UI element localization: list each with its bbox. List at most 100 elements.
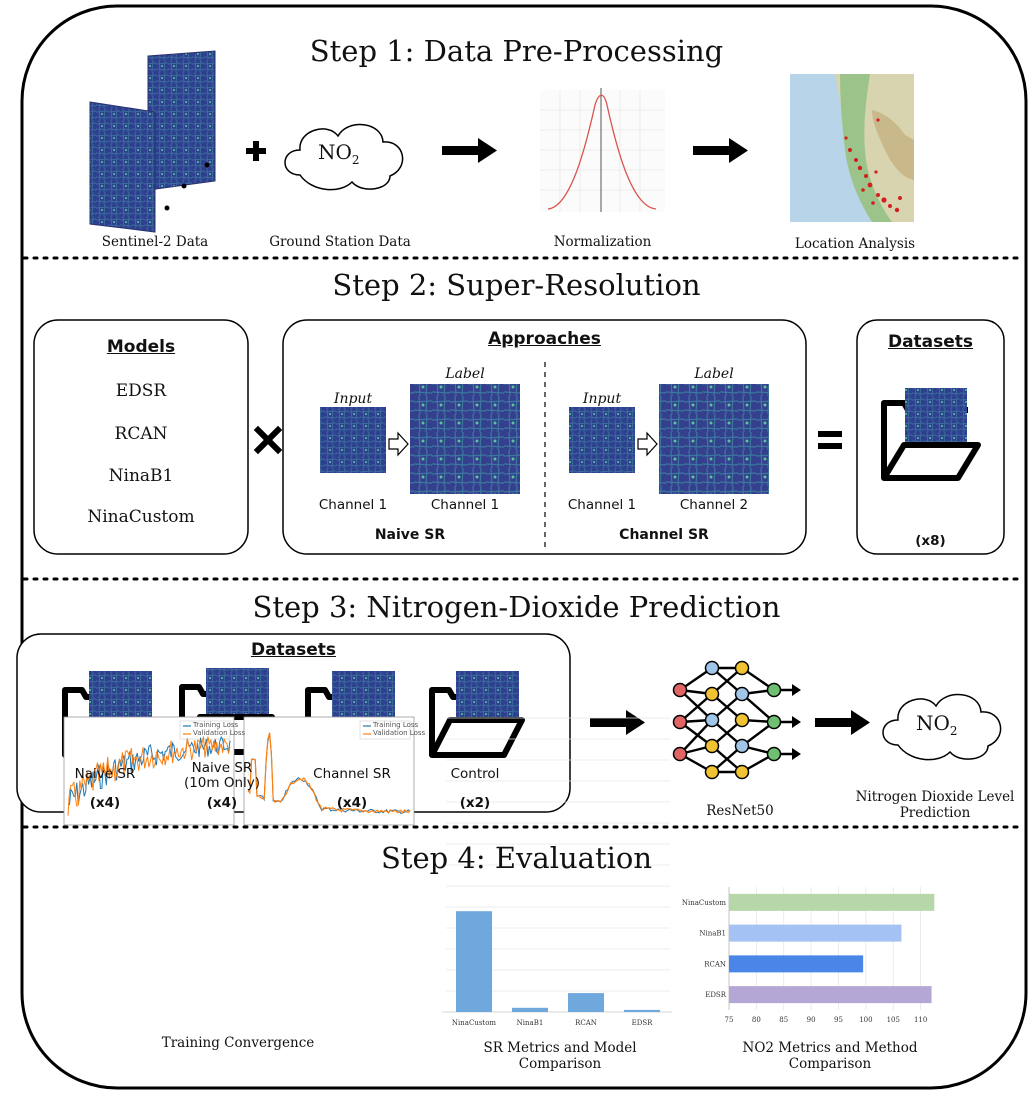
plus-icon [246, 141, 266, 161]
no2-tick-label: 85 [779, 1016, 788, 1024]
sr-bar-ninab1 [512, 1007, 548, 1012]
sr-metrics-chart: NinaCustom NinaB1 RCAN EDSR [442, 717, 672, 1027]
input-label: Input [333, 391, 373, 407]
naive-sr-name: Naive SR [374, 527, 446, 543]
training-convergence-label: Training Convergence [161, 1035, 315, 1051]
no2-bar-edsr [729, 986, 932, 1004]
no2-bar-rcan [729, 955, 864, 973]
no2-text: NO2 [916, 711, 958, 738]
no2-category-label: NinaCustom [682, 899, 727, 907]
training-loss-chart-1 [63, 716, 235, 826]
step4-title: Step 4: Evaluation [380, 841, 653, 875]
channel-input-caption: Channel 1 [567, 497, 637, 513]
naive-label-image [410, 384, 520, 494]
model-item: NinaB1 [108, 466, 174, 486]
models-box [33, 319, 249, 555]
sentinel-images [89, 50, 216, 233]
neural-network-icon [672, 660, 801, 780]
legend-validation: Validation Loss [193, 729, 246, 737]
channel-label-image [659, 384, 769, 494]
no2-category-label: EDSR [705, 991, 727, 999]
dataset-name: Control [450, 766, 500, 782]
dataset-name: Channel SR [313, 766, 391, 782]
dataset-name-detail: (10m Only) [183, 775, 261, 791]
channel-label-caption: Channel 2 [679, 497, 749, 513]
location-label: Location Analysis [794, 236, 916, 252]
dataset-name: Naive SR [191, 760, 253, 776]
arrow-right-icon [442, 138, 497, 163]
models-heading: Models [106, 337, 176, 357]
channel-input-image [569, 407, 635, 473]
location-map [790, 74, 914, 222]
no2-tick-label: 100 [859, 1016, 872, 1024]
model-item: NinaCustom [87, 507, 195, 527]
no2-tick-label: 75 [725, 1016, 734, 1024]
legend-training: Training Loss [373, 721, 419, 729]
resnet-label: ResNet50 [706, 803, 774, 819]
label-label: Label [694, 366, 734, 382]
dataset-multiplier: (x4) [206, 795, 238, 811]
no2-category-label: NinaB1 [699, 930, 726, 938]
sr-bar-edsr [624, 1009, 660, 1012]
arrow-right-icon [815, 710, 870, 735]
legend-validation: Validation Loss [373, 729, 426, 737]
dataset-multiplier: (x2) [459, 795, 491, 811]
sr-metrics-label: SR Metrics and Model [483, 1040, 637, 1056]
input-label: Input [582, 391, 622, 407]
no2-tick-label: 95 [834, 1016, 843, 1024]
dataset-name: Naive SR [74, 766, 136, 782]
dataset-multiplier: (x4) [336, 795, 368, 811]
datasets-heading-step3: Datasets [250, 640, 337, 660]
arrow-right-icon [693, 138, 748, 163]
sr-metrics-label-line2: Comparison [518, 1056, 602, 1072]
ground-station-label: Ground Station Data [269, 234, 411, 250]
sr-tick-label: NinaCustom [452, 1019, 497, 1027]
step2-title: Step 2: Super-Resolution [332, 268, 701, 302]
naive-label-caption: Channel 1 [430, 497, 500, 513]
cloud-icon [284, 123, 404, 191]
sr-tick-label: EDSR [632, 1019, 654, 1027]
no2-metrics-label-line2: Comparison [788, 1056, 872, 1072]
no2-text: NO2 [318, 140, 360, 167]
arrow-outline-icon [388, 431, 409, 457]
sentinel-label: Sentinel-2 Data [101, 234, 209, 250]
no2-metrics-label: NO2 Metrics and Method [742, 1040, 918, 1056]
channel-sr-name: Channel SR [619, 527, 709, 543]
outer-frame [20, 4, 1028, 1090]
prediction-label: Nitrogen Dioxide Level [855, 789, 1015, 805]
training-loss-chart-2 [243, 716, 415, 826]
naive-input-caption: Channel 1 [318, 497, 388, 513]
datasets-heading-step2: Datasets [887, 332, 974, 352]
cloud-icon [882, 693, 1002, 761]
model-item: RCAN [114, 424, 168, 444]
legend-training: Training Loss [193, 721, 239, 729]
equals-icon [818, 431, 842, 449]
sr-bar-rcan [568, 993, 604, 1012]
times-icon [253, 425, 283, 455]
sr-tick-label: NinaB1 [517, 1019, 544, 1027]
no2-tick-label: 90 [807, 1016, 816, 1024]
step1-title: Step 1: Data Pre-Processing [309, 34, 724, 68]
no2-bar-ninab1 [729, 924, 902, 942]
approaches-heading: Approaches [488, 329, 601, 349]
arrow-right-icon [590, 710, 645, 735]
folder-icon [429, 671, 525, 758]
no2-tick-label: 110 [914, 1016, 927, 1024]
no2-category-label: RCAN [704, 960, 726, 968]
label-label: Label [445, 366, 485, 382]
step3-title: Step 3: Nitrogen-Dioxide Prediction [252, 590, 781, 624]
prediction-label-line2: Prediction [899, 805, 971, 821]
no2-bar-ninacustom [729, 893, 935, 911]
folder-icon [881, 388, 981, 481]
arrow-outline-icon [637, 431, 658, 457]
naive-input-image [320, 407, 386, 473]
no2-tick-label: 105 [887, 1016, 900, 1024]
dataset-multiplier: (x4) [89, 795, 121, 811]
normal-curve-chart [540, 88, 665, 212]
no2-tick-label: 80 [752, 1016, 761, 1024]
datasets-multiplier: (x8) [915, 533, 946, 549]
model-item: EDSR [115, 381, 167, 401]
normalization-label: Normalization [553, 234, 652, 250]
sr-tick-label: RCAN [575, 1019, 597, 1027]
